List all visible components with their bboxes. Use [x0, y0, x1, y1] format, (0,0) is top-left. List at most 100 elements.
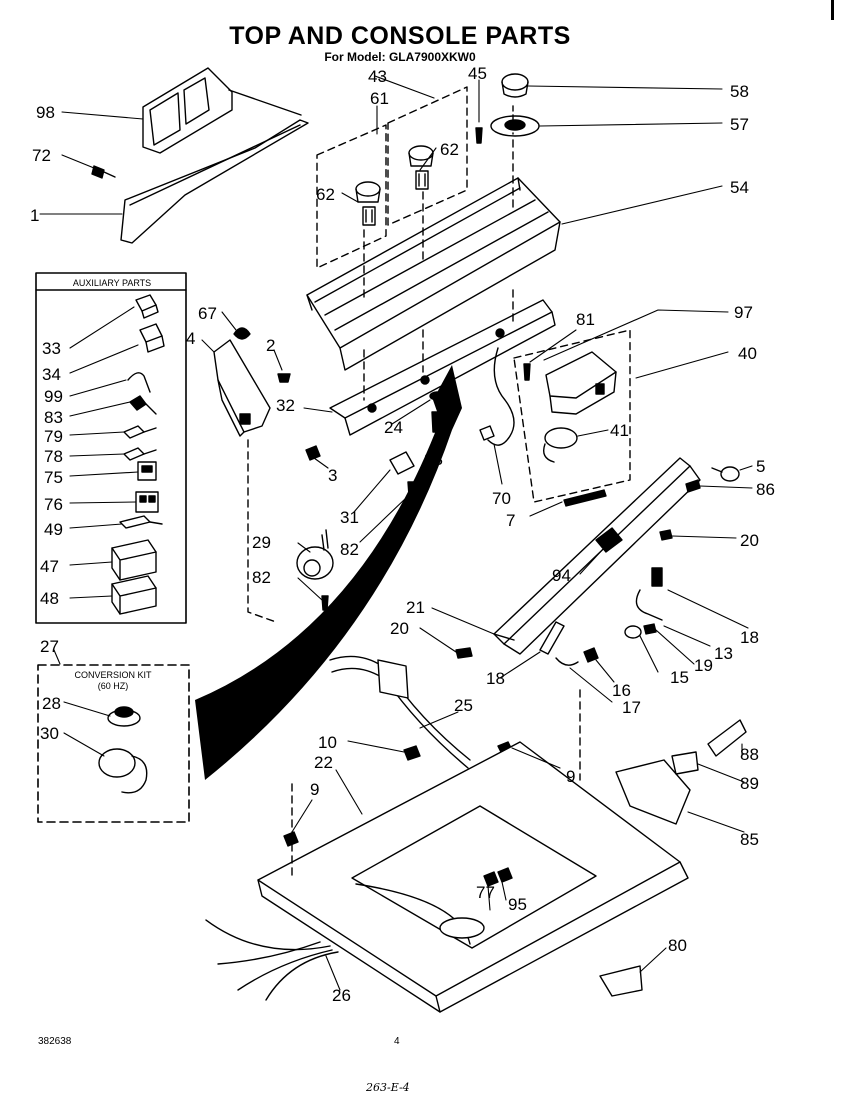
part-13-harness: [635, 567, 663, 621]
callout-18: 18: [740, 628, 759, 647]
callout-95: 95: [508, 895, 527, 914]
part-79-terminal: [123, 425, 157, 439]
callout-85: 85: [740, 830, 759, 849]
part-89-switch: [671, 751, 699, 775]
part-15-plug: [624, 625, 642, 639]
handwritten-note: 263-E-4: [366, 1081, 410, 1094]
part-85-housing: [615, 759, 691, 825]
callout-21: 21: [406, 598, 425, 617]
callout-97: 97: [734, 303, 753, 322]
callout-54: 54: [730, 178, 749, 197]
callout-81: 81: [576, 310, 595, 329]
callout-70: 70: [492, 489, 511, 508]
callout-27: 27: [40, 637, 59, 656]
callout-28: 28: [42, 694, 61, 713]
callout-58: 58: [730, 82, 749, 101]
callout-80: 80: [668, 936, 687, 955]
part-75-connector: [137, 461, 157, 481]
part-99-clip: [127, 372, 151, 393]
callout-82: 82: [252, 568, 271, 587]
callout-25: 25: [454, 696, 473, 715]
part-58-knob: [501, 73, 529, 98]
assembly-arrow: [195, 365, 462, 780]
callout-45: 45: [468, 64, 487, 83]
part-19-cap: [643, 623, 657, 635]
part-41-switch: [542, 427, 578, 463]
part-40-bracket: [545, 351, 617, 415]
part-10-clip: [403, 745, 421, 761]
model-subtitle: For Model: GLA7900XKW0: [324, 50, 476, 64]
part-34-connector: [139, 323, 165, 353]
callout-88: 88: [740, 745, 759, 764]
callout-72: 72: [32, 146, 51, 165]
part-81-screw: [523, 363, 531, 381]
part-18-actuator: [539, 621, 565, 655]
part-21-lid-frame: [493, 457, 701, 655]
part-5-knob: [711, 466, 740, 482]
part-77-clip: [483, 871, 499, 887]
callout-15: 15: [670, 668, 689, 687]
callout-20: 20: [390, 619, 409, 638]
callout-33: 33: [42, 339, 61, 358]
callout-17: 17: [622, 698, 641, 717]
part-2-screw: [277, 373, 291, 383]
callout-18: 18: [486, 669, 505, 688]
callout-94: 94: [552, 566, 571, 585]
callout-10: 10: [318, 733, 337, 752]
callout-32: 32: [276, 396, 295, 415]
part-98-bracket: [142, 67, 233, 154]
callout-9: 9: [566, 767, 575, 786]
callout-75: 75: [44, 468, 63, 487]
callout-76: 76: [44, 495, 63, 514]
part-62-knob-left: [355, 181, 381, 226]
part-54-console: [306, 177, 561, 371]
callout-16: 16: [612, 681, 631, 700]
callout-31: 31: [340, 508, 359, 527]
part-62-knob-right: [408, 145, 434, 190]
conversion-kit-frequency: (60 HZ): [97, 681, 129, 691]
callout-13: 13: [714, 644, 733, 663]
callout-48: 48: [40, 589, 59, 608]
part-3-screw: [305, 445, 321, 461]
callout-77: 77: [476, 883, 495, 902]
callout-7: 7: [506, 511, 515, 530]
callout-49: 49: [44, 520, 63, 539]
callout-83: 83: [44, 408, 63, 427]
callout-40: 40: [738, 344, 757, 363]
callout-61: 61: [370, 89, 389, 108]
part-25-harness: [329, 655, 471, 769]
document-number: 382638: [38, 1036, 72, 1047]
part-67-clip: [233, 327, 251, 340]
part-7-strip: [563, 489, 607, 507]
callout-1: 1: [30, 206, 39, 225]
part-28-pulley: [107, 706, 141, 727]
page-edge-mark: [831, 0, 834, 20]
callout-82: 82: [340, 540, 359, 559]
part-30-motor: [98, 748, 148, 794]
part-72-screw: [91, 165, 116, 179]
callout-4: 4: [186, 329, 195, 348]
callout-22: 22: [314, 753, 333, 772]
part-45-screw: [475, 127, 483, 144]
part-57-skirt: [490, 105, 540, 137]
auxiliary-parts-title: AUXILIARY PARTS: [72, 278, 152, 288]
callout-24: 24: [384, 418, 403, 437]
part-70-harness: [479, 347, 515, 446]
callout-43: 43: [368, 67, 387, 86]
part-20-screw-right: [659, 529, 673, 541]
callout-79: 79: [44, 427, 63, 446]
part-29-motor: [296, 529, 334, 580]
callout-19: 19: [694, 656, 713, 675]
callout-86: 86: [756, 480, 775, 499]
callout-62: 62: [316, 185, 335, 204]
callout-20: 20: [740, 531, 759, 550]
part-4-bracket: [213, 339, 271, 437]
callout-98: 98: [36, 103, 55, 122]
callout-26: 26: [332, 986, 351, 1005]
callout-23: 23: [424, 450, 443, 469]
part-1-panel: [120, 89, 309, 244]
callout-29: 29: [252, 533, 271, 552]
part-33-connector: [135, 294, 159, 319]
part-48-block: [111, 575, 157, 615]
